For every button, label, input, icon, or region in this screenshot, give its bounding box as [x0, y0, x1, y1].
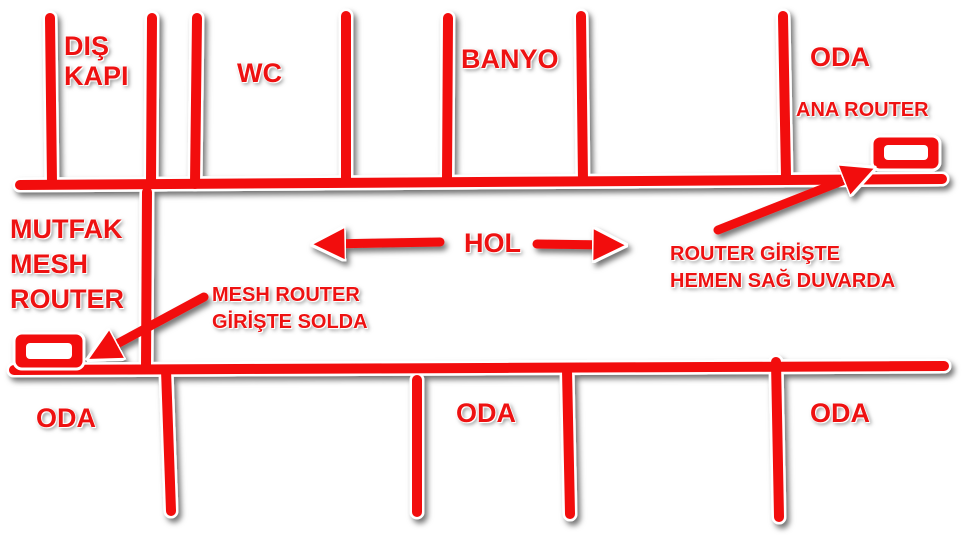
divider-wall	[576, 11, 588, 186]
divider-wall	[190, 13, 202, 189]
hol-left-arrow	[328, 242, 445, 244]
mesh-router-note: MESH ROUTER GİRİŞTE SOLDA	[212, 284, 368, 333]
divider-wall	[45, 13, 57, 189]
outer-door-label: DIŞ KAPI	[64, 31, 129, 92]
main-router-label: ANA ROUTER	[796, 99, 929, 121]
divider-wall	[146, 13, 157, 188]
router-pointer-arrow	[713, 174, 860, 235]
divider-wall	[161, 365, 176, 516]
divider-wall	[778, 11, 791, 182]
bottom-hall-wall	[9, 361, 949, 375]
divider-wall	[442, 13, 453, 186]
room-label-top-right: ODA	[810, 42, 870, 72]
divider-wall	[562, 365, 575, 519]
mesh-pointer-arrow	[102, 292, 209, 352]
kitchen-wall	[141, 187, 152, 373]
router-note: ROUTER GİRİŞTE HEMEN SAĞ DUVARDA	[670, 243, 896, 292]
hall-label: HOL	[464, 228, 521, 258]
kitchen-mesh-router-label: MUTFAK MESH ROUTER	[10, 214, 124, 315]
wc-label: WC	[237, 58, 282, 88]
walls	[9, 11, 949, 522]
room-label-bottom-left: ODA	[36, 403, 96, 433]
room-label-bottom-right: ODA	[810, 398, 870, 428]
hol-right-arrow	[532, 244, 610, 245]
room-label-bottom-middle: ODA	[456, 398, 516, 428]
divider-wall	[771, 357, 784, 522]
top-hall-wall	[15, 174, 947, 190]
bathroom-label: BANYO	[461, 44, 559, 74]
